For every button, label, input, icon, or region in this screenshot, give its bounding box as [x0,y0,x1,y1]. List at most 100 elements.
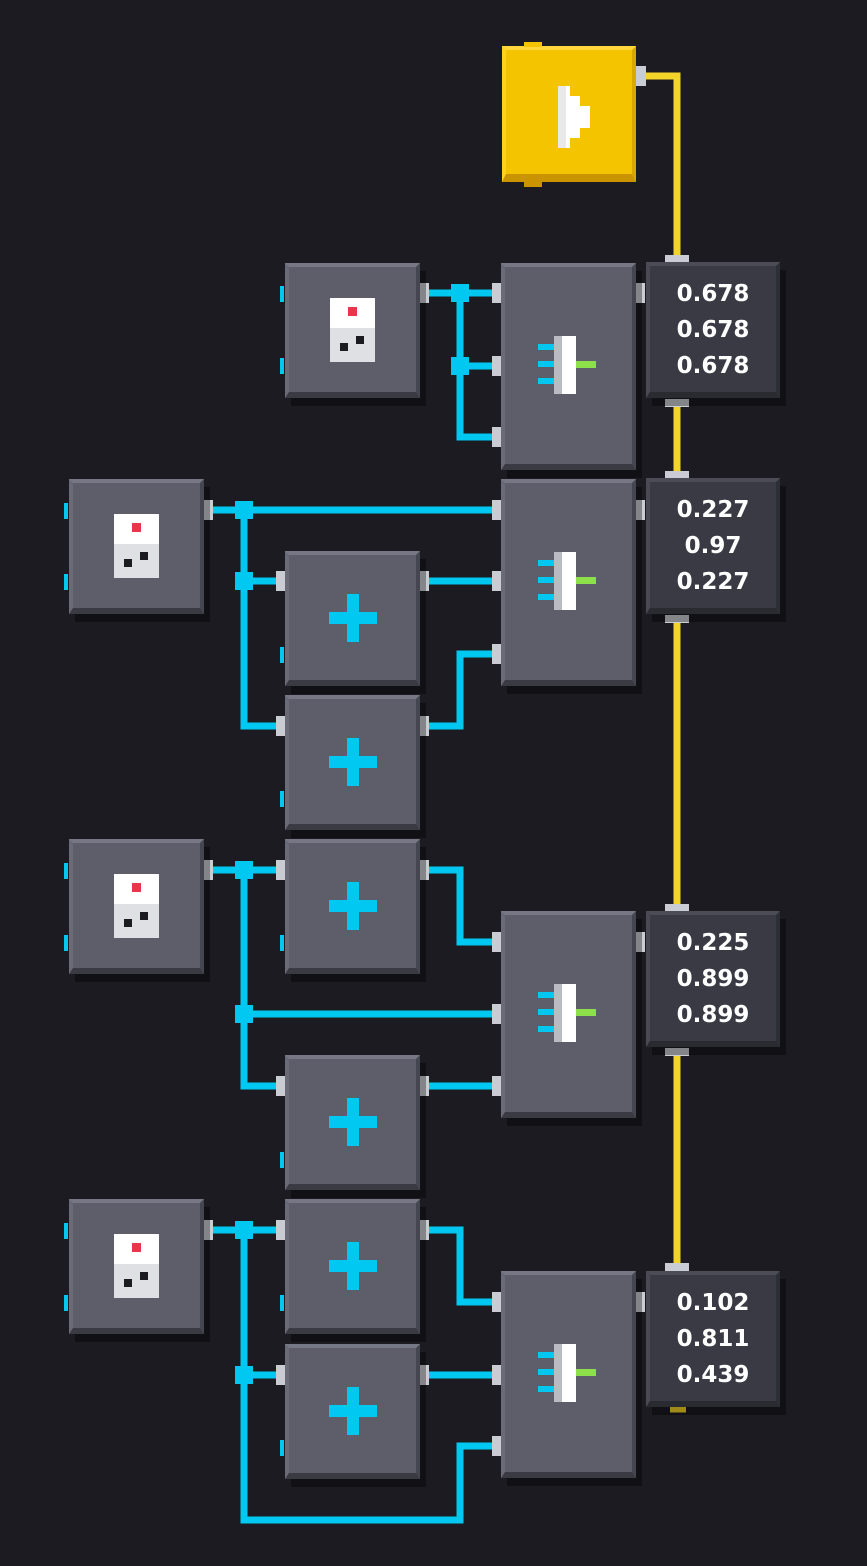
sensor-icon [114,1234,159,1298]
port[interactable] [492,427,501,447]
sensor-node[interactable] [69,479,204,614]
start-tab [524,182,542,187]
port[interactable] [492,500,501,520]
port[interactable] [665,471,689,479]
port-stub [64,503,68,519]
port-stub [280,1152,284,1168]
port[interactable] [492,644,501,664]
combiner-node[interactable] [501,1271,636,1478]
port[interactable] [420,283,429,303]
add-node[interactable] [285,839,420,974]
value-display: 0.227 0.97 0.227 [646,478,780,614]
port[interactable] [276,1076,285,1096]
port[interactable] [276,1220,285,1240]
add-node[interactable] [285,1344,420,1479]
wire [420,650,500,730]
start-tab [524,42,542,47]
port[interactable] [276,716,285,736]
display-value-r: 0.102 [676,1290,750,1316]
port-stub [280,935,284,951]
port[interactable] [492,1436,501,1456]
port[interactable] [665,615,689,623]
display-value-r: 0.678 [676,281,750,307]
add-node[interactable] [285,551,420,686]
wire [240,1226,500,1524]
display-value-b: 0.899 [676,1002,750,1028]
color-combiner-icon [538,336,596,394]
wire [240,506,284,730]
sensor-node[interactable] [69,839,204,974]
port[interactable] [420,716,429,736]
port[interactable] [492,1076,501,1096]
port[interactable] [636,283,645,303]
wire [420,866,500,946]
display-value-g: 0.678 [676,317,750,343]
port[interactable] [204,500,213,520]
add-node[interactable] [285,1055,420,1190]
port[interactable] [420,1076,429,1096]
exec-wire [646,72,681,258]
port[interactable] [420,1365,429,1385]
plus-icon [329,1242,377,1290]
combiner-node[interactable] [501,263,636,470]
wire-junction [235,1221,253,1239]
port-stub [64,1295,68,1311]
port[interactable] [492,356,501,376]
port[interactable] [636,932,645,952]
wire [240,866,284,1090]
sensor-icon [114,874,159,938]
port-stub [64,1223,68,1239]
port[interactable] [492,283,501,303]
sensor-icon [114,514,159,578]
display-value-g: 0.899 [676,966,750,992]
port[interactable] [665,1048,689,1056]
wire-junction [235,861,253,879]
port-stub [280,1440,284,1456]
add-node[interactable] [285,695,420,830]
port[interactable] [276,860,285,880]
display-value-b: 0.439 [676,1362,750,1388]
port[interactable] [665,399,689,407]
port[interactable] [492,932,501,952]
port-stub [280,791,284,807]
port[interactable] [420,571,429,591]
sensor-node[interactable] [69,1199,204,1334]
wire-junction [451,284,469,302]
wire-junction [235,501,253,519]
color-combiner-icon [538,984,596,1042]
display-value-r: 0.225 [676,930,750,956]
plus-icon [329,1098,377,1146]
combiner-node[interactable] [501,911,636,1118]
port[interactable] [492,1365,501,1385]
port[interactable] [636,66,646,86]
port[interactable] [492,1004,501,1024]
port[interactable] [665,904,689,912]
port[interactable] [492,1292,501,1312]
start-button[interactable] [502,46,636,182]
port[interactable] [204,860,213,880]
play-icon [558,86,590,148]
combiner-node[interactable] [501,479,636,686]
port[interactable] [636,1292,645,1312]
port[interactable] [492,571,501,591]
sensor-node[interactable] [285,263,420,398]
port[interactable] [665,1263,689,1271]
port[interactable] [665,255,689,263]
port[interactable] [276,571,285,591]
port[interactable] [276,1365,285,1385]
wire-junction [235,572,253,590]
add-node[interactable] [285,1199,420,1334]
port[interactable] [204,1220,213,1240]
value-display: 0.678 0.678 0.678 [646,262,780,398]
port[interactable] [636,500,645,520]
plus-icon [329,1387,377,1435]
port-stub [64,574,68,590]
port[interactable] [420,1220,429,1240]
port-stub [280,1295,284,1311]
port[interactable] [420,860,429,880]
display-value-b: 0.678 [676,353,750,379]
display-value-r: 0.227 [676,497,750,523]
display-value-g: 0.97 [684,533,742,559]
